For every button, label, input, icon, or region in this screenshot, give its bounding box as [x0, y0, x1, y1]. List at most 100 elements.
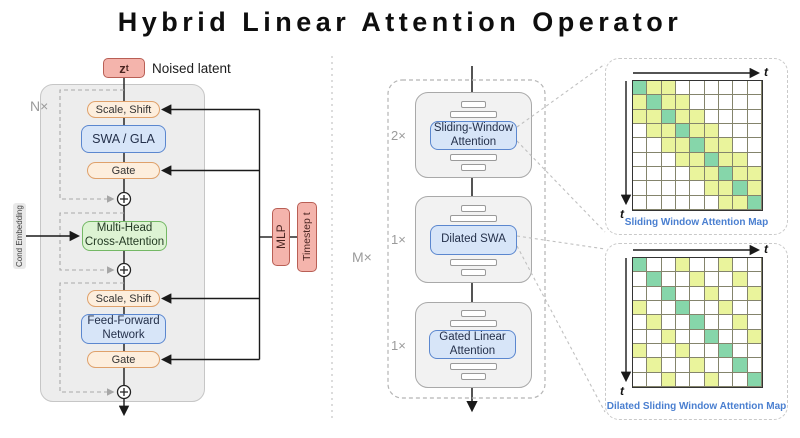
attention-map-cell: [633, 152, 648, 167]
attention-map-cell: [718, 315, 734, 330]
attention-map-cell: [647, 315, 662, 330]
attention-map-cell: [647, 372, 662, 387]
attention-map-cell: [747, 166, 762, 182]
attention-map-cell: [675, 123, 691, 139]
attention-map-cell: [733, 315, 748, 330]
attention-map-cell: [690, 123, 705, 139]
attention-map-cell: [747, 152, 762, 167]
attention-map-cell: [718, 195, 734, 210]
attention-map-cell: [661, 195, 676, 210]
attention-map-cell: [718, 286, 734, 301]
attention-map-cell: [704, 181, 719, 196]
attention-map-cell: [675, 258, 691, 273]
attention-map-cell: [647, 195, 662, 210]
scale-shift-1: Scale, Shift: [87, 101, 160, 118]
attention-map-cell: [733, 286, 748, 301]
attention-map-cell: [718, 272, 734, 287]
attention-map-cell: [718, 343, 734, 359]
attention-map-cell: [733, 343, 748, 359]
y-axis-label: t: [620, 384, 624, 398]
attention-map-cell: [661, 166, 676, 182]
attention-map-cell: [747, 95, 762, 110]
attention-map-cell: [747, 123, 762, 139]
attention-map-cell: [704, 152, 719, 167]
attention-map-cell: [661, 343, 676, 359]
attention-map-cell: [704, 166, 719, 182]
attention-map-cell: [690, 181, 705, 196]
attention-map-cell: [704, 195, 719, 210]
gated-linear-attention-box: Gated Linear Attention: [429, 330, 516, 359]
residual-skip-paths: [59, 89, 124, 396]
attention-map-cell: [647, 109, 662, 124]
attention-map-cell: [633, 258, 648, 273]
attention-map-cell: [647, 272, 662, 287]
attention-map-cell: [718, 329, 734, 344]
attention-map-cell: [690, 81, 705, 96]
attention-map-cell: [733, 109, 748, 124]
attention-map-cell: [747, 81, 762, 96]
layer-chip: [461, 269, 486, 276]
attention-map-cell: [675, 152, 691, 167]
cross-attention-box: Multi-Head Cross-Attention: [82, 221, 167, 251]
y-axis-label: t: [620, 207, 624, 221]
attention-map-cell: [733, 258, 748, 273]
attention-map-cell: [661, 109, 676, 124]
layer-chip: [450, 215, 497, 222]
attention-map-cell: [718, 166, 734, 182]
layer-chip: [450, 154, 497, 161]
attention-map-cell: [704, 358, 719, 373]
attention-map-cell: [661, 286, 676, 301]
attention-map-cell: [704, 343, 719, 359]
attention-map-cell: [747, 329, 762, 344]
attention-map-cell: [718, 300, 734, 316]
attention-map-cell: [704, 329, 719, 344]
attention-map-cell: [690, 286, 705, 301]
attention-map-cell: [633, 358, 648, 373]
attention-map-cell: [704, 272, 719, 287]
attention-map-cell: [747, 372, 762, 387]
attention-map-cell: [690, 329, 705, 344]
layer-chip: [450, 363, 497, 370]
attention-map-cell: [704, 95, 719, 110]
attention-map-cell: [733, 195, 748, 210]
dilated-map-caption: Dilated Sliding Window Attention Map: [606, 401, 787, 412]
attention-map-cell: [690, 358, 705, 373]
attention-map-cell: [718, 109, 734, 124]
attention-map-cell: [633, 81, 648, 96]
attention-map-cell: [733, 329, 748, 344]
attention-map-cell: [675, 372, 691, 387]
attention-map-cell: [718, 95, 734, 110]
attention-map-cell: [690, 343, 705, 359]
attention-map-cell: [661, 123, 676, 139]
attention-map-cell: [675, 300, 691, 316]
attention-map-cell: [704, 300, 719, 316]
attention-map-cell: [675, 343, 691, 359]
attention-map-cell: [633, 195, 648, 210]
swa-attention-grid: [632, 80, 763, 211]
scale-shift-2: Scale, Shift: [87, 290, 160, 307]
attention-map-cell: [647, 358, 662, 373]
attention-map-cell: [675, 329, 691, 344]
attention-map-cell: [747, 181, 762, 196]
attention-map-cell: [704, 372, 719, 387]
attention-map-cell: [633, 95, 648, 110]
attention-map-cell: [647, 95, 662, 110]
attention-map-cell: [647, 123, 662, 139]
attention-map-cell: [661, 181, 676, 196]
attention-map-cell: [675, 166, 691, 182]
gate-1: Gate: [87, 162, 160, 179]
attention-map-cell: [675, 181, 691, 196]
attention-map-cell: [675, 109, 691, 124]
attention-map-cell: [704, 123, 719, 139]
attention-map-cell: [633, 372, 648, 387]
gate-2: Gate: [87, 351, 160, 368]
attention-map-cell: [733, 138, 748, 153]
attention-map-cell: [675, 81, 691, 96]
attention-map-cell: [690, 138, 705, 153]
attention-map-cell: [661, 81, 676, 96]
attention-map-cell: [704, 258, 719, 273]
attention-map-cell: [747, 286, 762, 301]
attention-map-cell: [747, 343, 762, 359]
